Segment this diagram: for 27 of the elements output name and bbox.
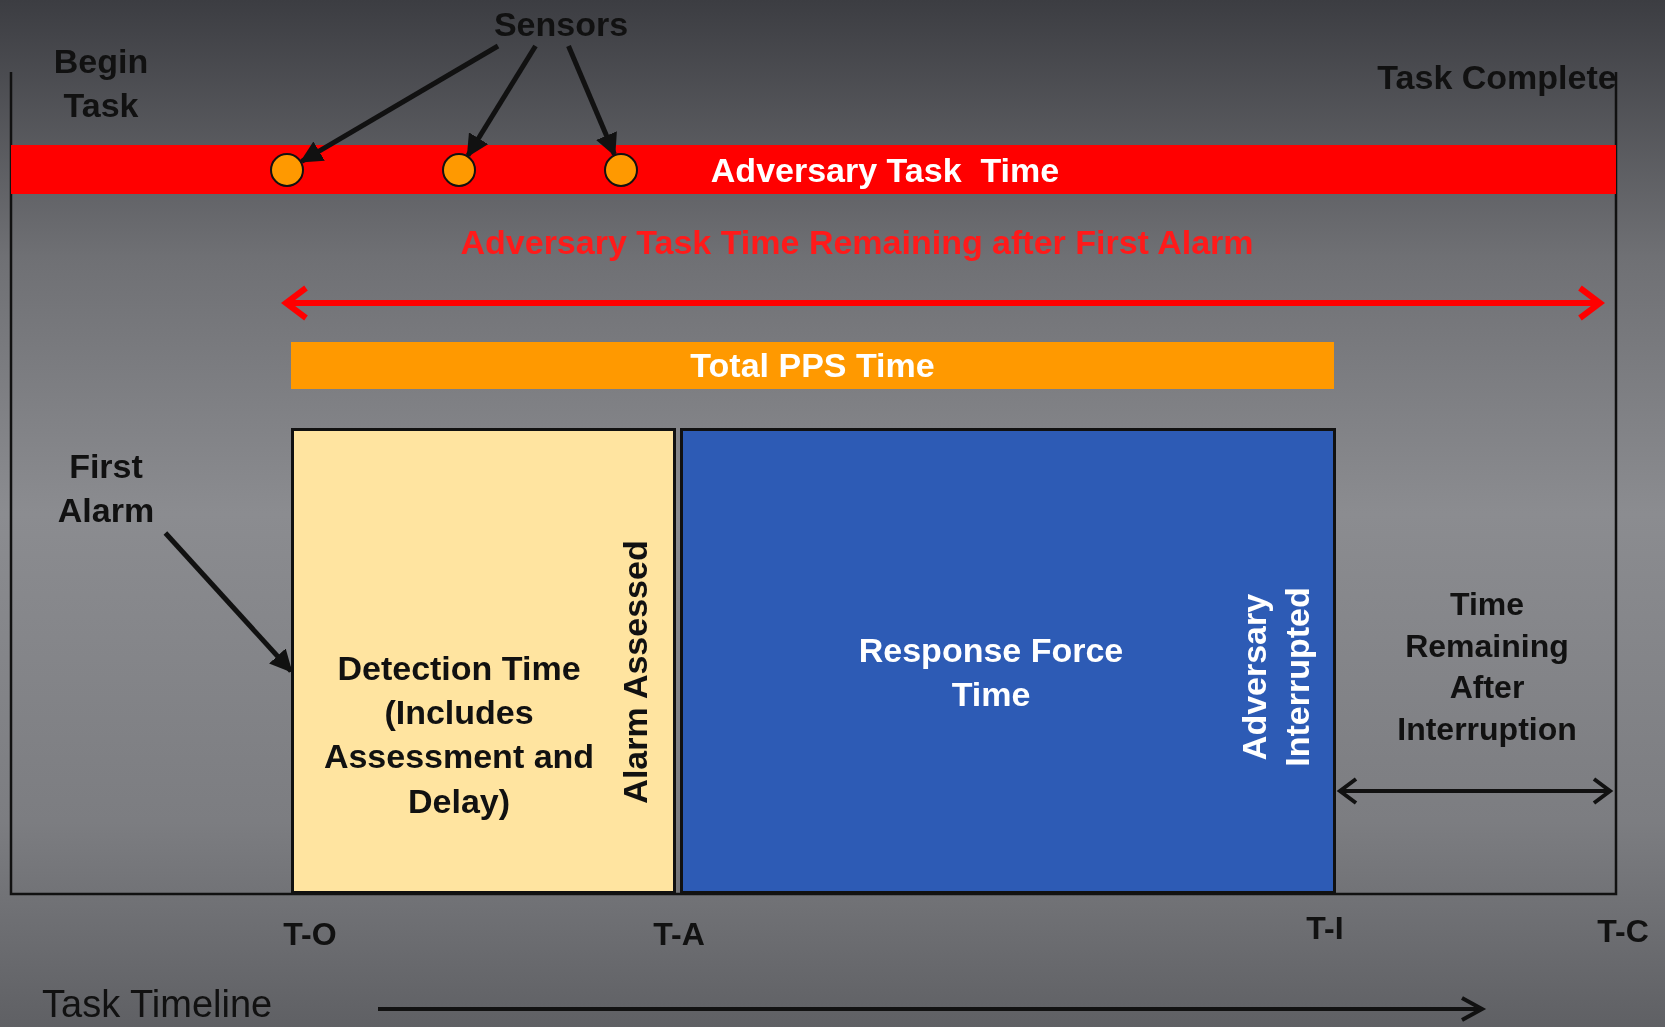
sensor-circle bbox=[442, 153, 476, 187]
box-label: Detection Time (Includes Assessment and Delay) bbox=[322, 647, 596, 822]
bar-label: Adversary Task Time bbox=[710, 149, 1060, 191]
text-label: Task Timeline bbox=[42, 982, 273, 1027]
text-label: T-C bbox=[1597, 912, 1649, 952]
vertical-label: Adversary Interrupted bbox=[1233, 586, 1317, 769]
task-time-bar bbox=[11, 145, 1616, 194]
sensor-circle bbox=[604, 153, 638, 187]
text-label: Sensors bbox=[486, 2, 636, 46]
detection-time-box bbox=[291, 428, 676, 894]
text-label: T-O bbox=[283, 915, 337, 955]
text-label: First Alarm bbox=[40, 443, 172, 533]
arrow bbox=[163, 531, 293, 673]
box-label: Response Force Time bbox=[857, 629, 1125, 715]
arrow bbox=[299, 43, 500, 164]
text-label: Begin Task bbox=[52, 40, 150, 126]
text-label: Time Remaining After Interruption bbox=[1396, 584, 1578, 749]
text-label: Adversary Task Time Remaining after First Alarm bbox=[460, 221, 1254, 263]
text-label: Task Complete bbox=[1377, 56, 1617, 98]
text-label: T-A bbox=[653, 915, 705, 955]
pps-time-bar: Total PPS Time bbox=[291, 342, 1334, 389]
response-force-box bbox=[680, 428, 1336, 894]
vertical-label: Alarm Assessed bbox=[614, 539, 655, 806]
arrow bbox=[465, 44, 538, 158]
arrow bbox=[566, 45, 617, 157]
text-label: T-I bbox=[1306, 909, 1344, 949]
sensor-circle bbox=[270, 153, 304, 187]
